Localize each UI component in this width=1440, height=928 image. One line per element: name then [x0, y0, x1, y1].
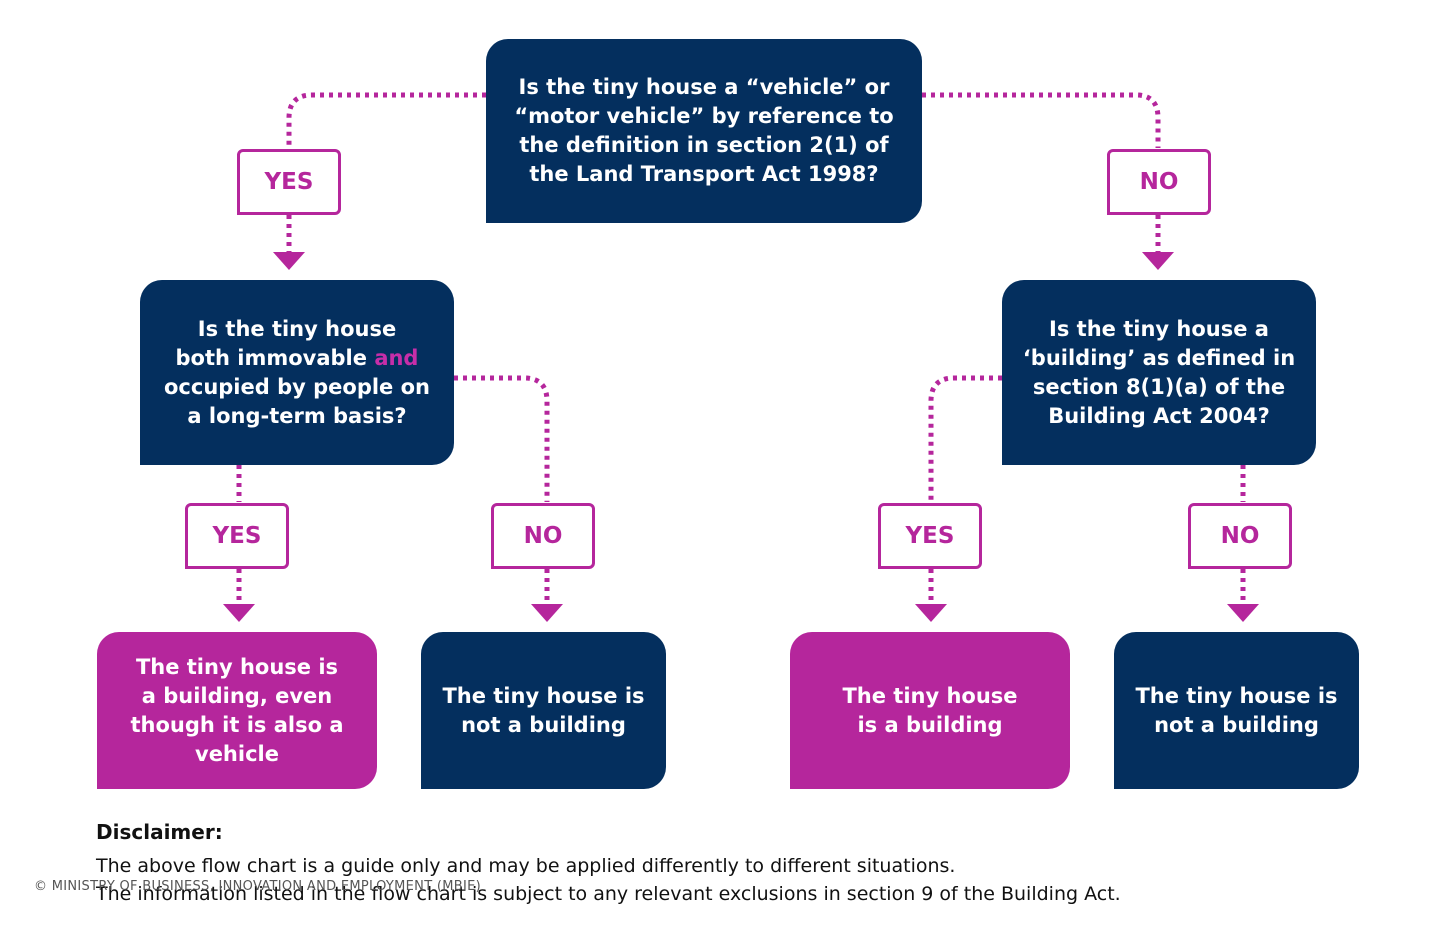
arrow-head-to-outcome-4 — [1227, 604, 1259, 622]
question-vehicle-line: “motor vehicle” by reference to — [514, 104, 894, 128]
outcome-line: not a building — [461, 712, 626, 737]
outcome-is-building: The tiny house is a building — [790, 632, 1070, 789]
disclaimer-line: The above flow chart is a guide only and… — [96, 855, 956, 877]
label-top-yes: YES — [237, 149, 341, 215]
connector-left-to-no — [454, 375, 550, 502]
outcome-line: The tiny house is — [1135, 683, 1338, 708]
arrow-head-to-outcome-3 — [915, 604, 947, 622]
question-building-act-line: Building Act 2004? — [1048, 403, 1270, 428]
arrow-head-to-outcome-1 — [223, 604, 255, 622]
connector-top-to-no — [922, 92, 1161, 148]
question-immovable-text: both immovable — [175, 345, 375, 370]
outcome-line: The tiny house — [842, 683, 1018, 708]
disclaimer-line: The information listed in the flow chart… — [96, 883, 1121, 905]
question-immovable-line: Is the tiny house — [197, 316, 397, 341]
disclaimer-title: Disclaimer: — [96, 820, 223, 844]
label-right-yes: YES — [878, 503, 982, 569]
outcome-line: though it is also a — [130, 712, 344, 737]
question-immovable-line: occupied by people on — [164, 374, 430, 399]
question-vehicle-line: the Land Transport Act 1998? — [529, 162, 879, 186]
label-left-no: NO — [491, 503, 595, 569]
outcome-line: not a building — [1154, 712, 1319, 737]
label-right-no: NO — [1188, 503, 1292, 569]
question-building-act: Is the tiny house a ‘building’ as define… — [1002, 280, 1316, 465]
outcome-line: The tiny house is — [135, 654, 339, 679]
arrow-head-to-left-question — [273, 252, 305, 270]
outcome-not-building-left: The tiny house is not a building — [421, 632, 666, 789]
question-immovable-line: a long-term basis? — [187, 403, 407, 428]
arrow-head-to-outcome-2 — [531, 604, 563, 622]
label-left-yes: YES — [185, 503, 289, 569]
question-building-act-line: Is the tiny house a — [1049, 316, 1269, 341]
connector-top-to-yes — [286, 92, 486, 148]
disclaimer: Disclaimer: The above flow chart is a gu… — [96, 818, 1346, 908]
outcome-line: vehicle — [195, 741, 279, 766]
question-immovable-line: both immovable and — [164, 344, 430, 373]
outcome-building-also-vehicle: The tiny house is a building, even thoug… — [97, 632, 377, 789]
outcome-line: a building, even — [141, 683, 333, 708]
outcome-line: The tiny house is — [442, 683, 645, 708]
connector-right-to-yes — [928, 375, 1002, 502]
arrow-head-to-right-question — [1142, 252, 1174, 270]
question-vehicle-line: Is the tiny house a “vehicle” or — [518, 75, 890, 99]
copyright-notice: © MINISTRY OF BUSINESS, INNOVATION AND E… — [34, 879, 481, 894]
question-building-act-line: ‘building’ as defined in — [1022, 345, 1296, 370]
question-vehicle: Is the tiny house a “vehicle” or “motor … — [486, 39, 922, 223]
label-top-no: NO — [1107, 149, 1211, 215]
question-immovable: Is the tiny house both immovable and occ… — [140, 280, 454, 465]
question-building-act-line: section 8(1)(a) of the — [1032, 374, 1286, 399]
outcome-not-building-right: The tiny house is not a building — [1114, 632, 1359, 789]
outcome-line: is a building — [857, 712, 1003, 737]
question-vehicle-line: the definition in section 2(1) of — [519, 133, 889, 157]
question-immovable-accent: and — [374, 345, 419, 370]
